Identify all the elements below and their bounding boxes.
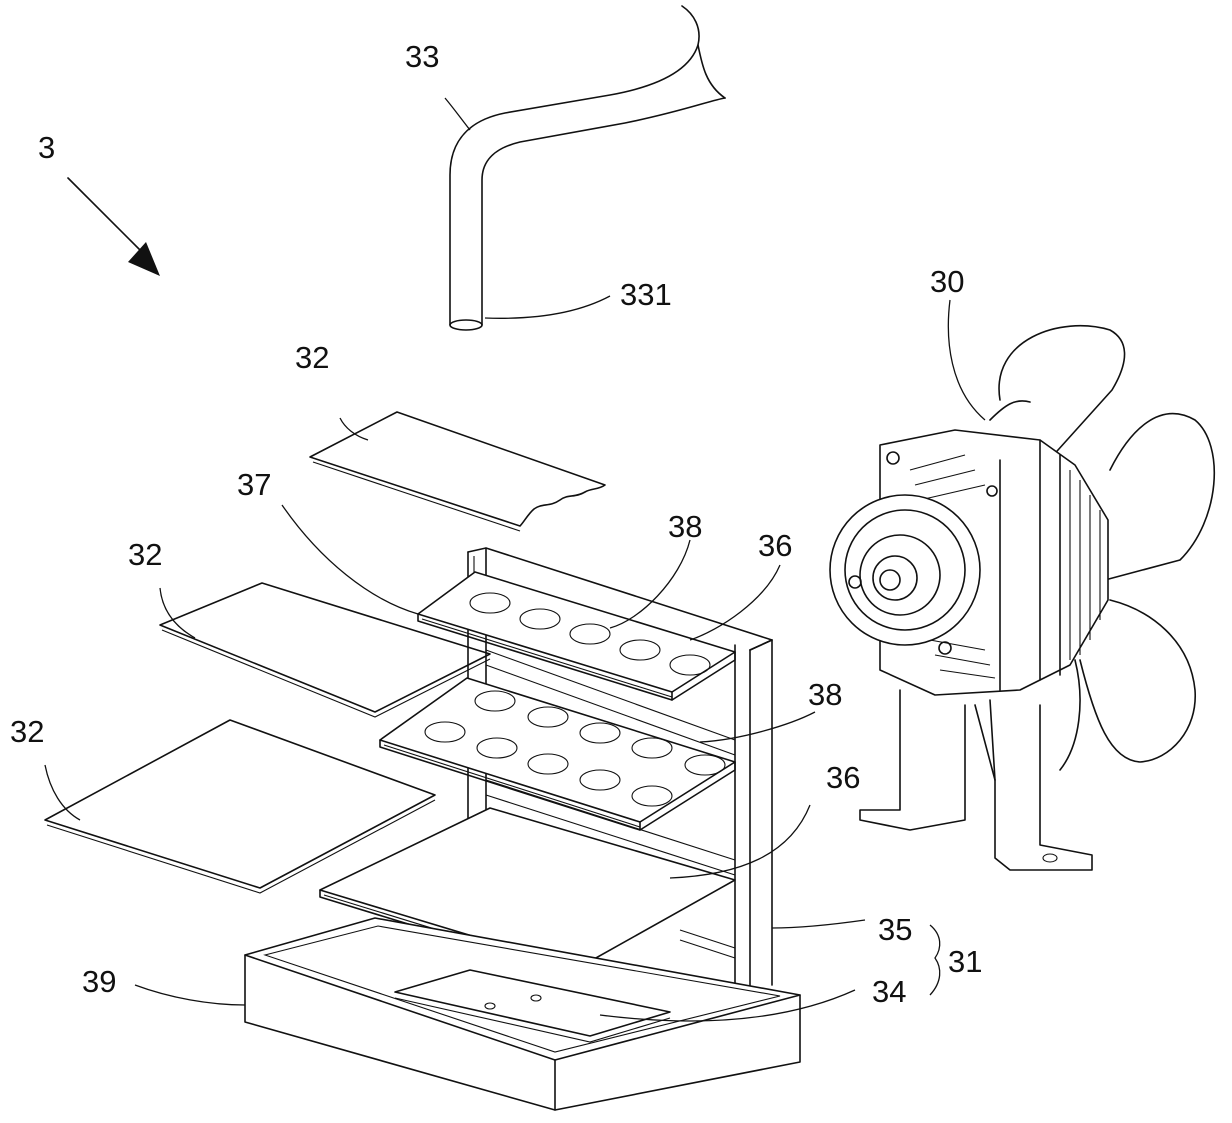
leader-38-lower [699,711,816,743]
label-base: 34 [872,974,906,1009]
label-tube-end: 331 [620,277,672,312]
leader-35 [771,919,866,929]
leader-36-upper [689,564,781,641]
label-cover-top: 32 [295,340,329,375]
label-tray-edge: 37 [237,467,271,502]
leader-37 [281,504,419,615]
cover-plate-top [309,411,606,532]
arrow-down-right-icon [67,177,160,276]
base-plate [394,969,671,1043]
tray-upper [417,571,736,701]
label-holes-upper: 38 [668,509,702,544]
tray-lower [379,677,736,831]
group-brace [929,924,941,996]
label-tray-upper: 36 [758,528,792,563]
leader-39 [134,984,246,1006]
label-frame: 35 [878,912,912,947]
cooling-fins [909,454,1101,679]
label-tube: 33 [405,39,439,74]
leader-38-upper [609,539,691,629]
vent-holes-upper [469,592,711,676]
cover-plate-lower [44,719,436,894]
tube [444,5,726,331]
label-cover-lower: 32 [10,714,44,749]
label-pan: 39 [82,964,116,999]
fan-motor-icon [829,299,1216,871]
vent-holes-lower [424,690,726,807]
leader-34 [599,989,856,1022]
label-cover-middle: 32 [128,537,162,572]
cover-plate-middle [159,582,491,718]
label-assembly: 3 [38,130,55,165]
leader-lines [134,504,941,1022]
label-group: 31 [948,944,982,979]
label-fan-motor: 30 [930,264,964,299]
label-tray-lower: 36 [826,760,860,795]
label-holes-lower: 38 [808,677,842,712]
labels: 3 33 331 30 32 32 32 37 38 36 38 36 35 3… [10,39,982,1009]
